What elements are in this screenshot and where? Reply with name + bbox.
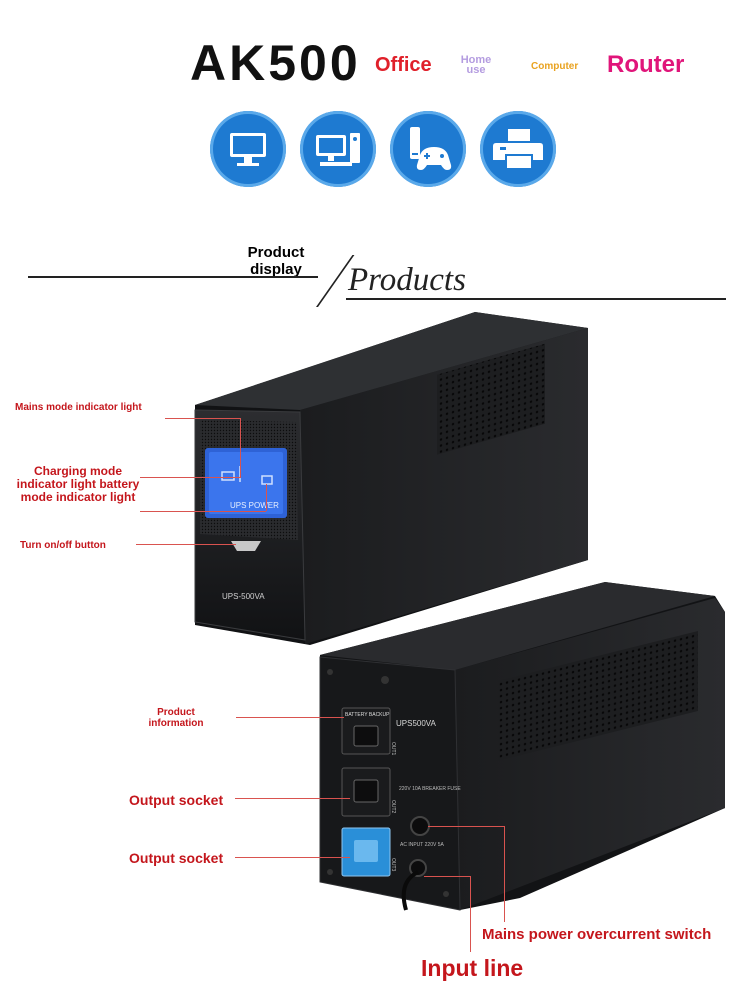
desktop-computer-icon — [300, 111, 376, 187]
section-rule-right — [346, 298, 726, 300]
callout-line-output-2 — [235, 857, 350, 858]
category-router: Router — [607, 51, 685, 78]
breaker-switch — [410, 816, 430, 836]
category-computer: Computer — [531, 61, 579, 72]
category-home: Home use — [460, 54, 492, 76]
callout-product-info: Product information — [148, 707, 204, 729]
power-button — [231, 541, 261, 551]
callout-line-power — [136, 544, 236, 545]
input-cable — [401, 870, 420, 911]
svg-text:OUT2: OUT2 — [390, 800, 396, 814]
screen-label: UPS POWER — [230, 501, 279, 510]
callout-input-line: Input line — [421, 955, 524, 981]
callout-output-socket-2: Output socket — [129, 850, 224, 866]
monitor-icon — [210, 111, 286, 187]
front-model-label: UPS-500VA — [222, 592, 265, 601]
model-title: AK500 — [190, 35, 361, 91]
ups-front-unit: UPS POWER UPS-500VA — [194, 312, 588, 645]
callout-line-charging — [140, 477, 240, 478]
callout-mains-mode: Mains mode indicator light — [15, 402, 142, 413]
printer-icon — [480, 111, 556, 187]
svg-text:UPS500VA: UPS500VA — [396, 719, 437, 728]
callout-line-product-info — [236, 717, 344, 718]
ups-back-unit: BATTERY BACKUP OUT1 OUT2 OUT3 UPS500VA 2… — [319, 582, 725, 911]
svg-text:BATTERY BACKUP: BATTERY BACKUP — [345, 712, 390, 718]
section-label-en: Products — [348, 262, 466, 298]
callout-overcurrent-switch: Mains power overcurrent switch — [482, 926, 712, 943]
ups-product-image: UPS POWER UPS-500VA BATTERY BACKUP OUT1 … — [194, 312, 725, 911]
svg-text:220V 10A BREAKER FUSE: 220V 10A BREAKER FUSE — [399, 786, 461, 792]
callout-charging-mode: Charging mode indicator light battery mo… — [16, 464, 140, 504]
callout-line-input-h — [424, 876, 470, 877]
section-label-cn: Product display — [247, 244, 305, 278]
game-console-icon — [390, 111, 466, 187]
category-office: Office — [375, 54, 432, 76]
svg-text:OUT1: OUT1 — [390, 742, 396, 756]
callout-line-battery — [140, 511, 266, 512]
svg-text:AC INPUT 220V 5A: AC INPUT 220V 5A — [400, 842, 444, 848]
svg-text:OUT3: OUT3 — [390, 858, 396, 872]
callout-power-button: Turn on/off button — [20, 540, 106, 551]
callout-line-mains — [165, 418, 240, 419]
section-rule-left — [28, 276, 318, 278]
callout-line-switch-h — [428, 826, 504, 827]
callout-output-socket-1: Output socket — [129, 792, 224, 808]
callout-line-output-1 — [235, 798, 350, 799]
